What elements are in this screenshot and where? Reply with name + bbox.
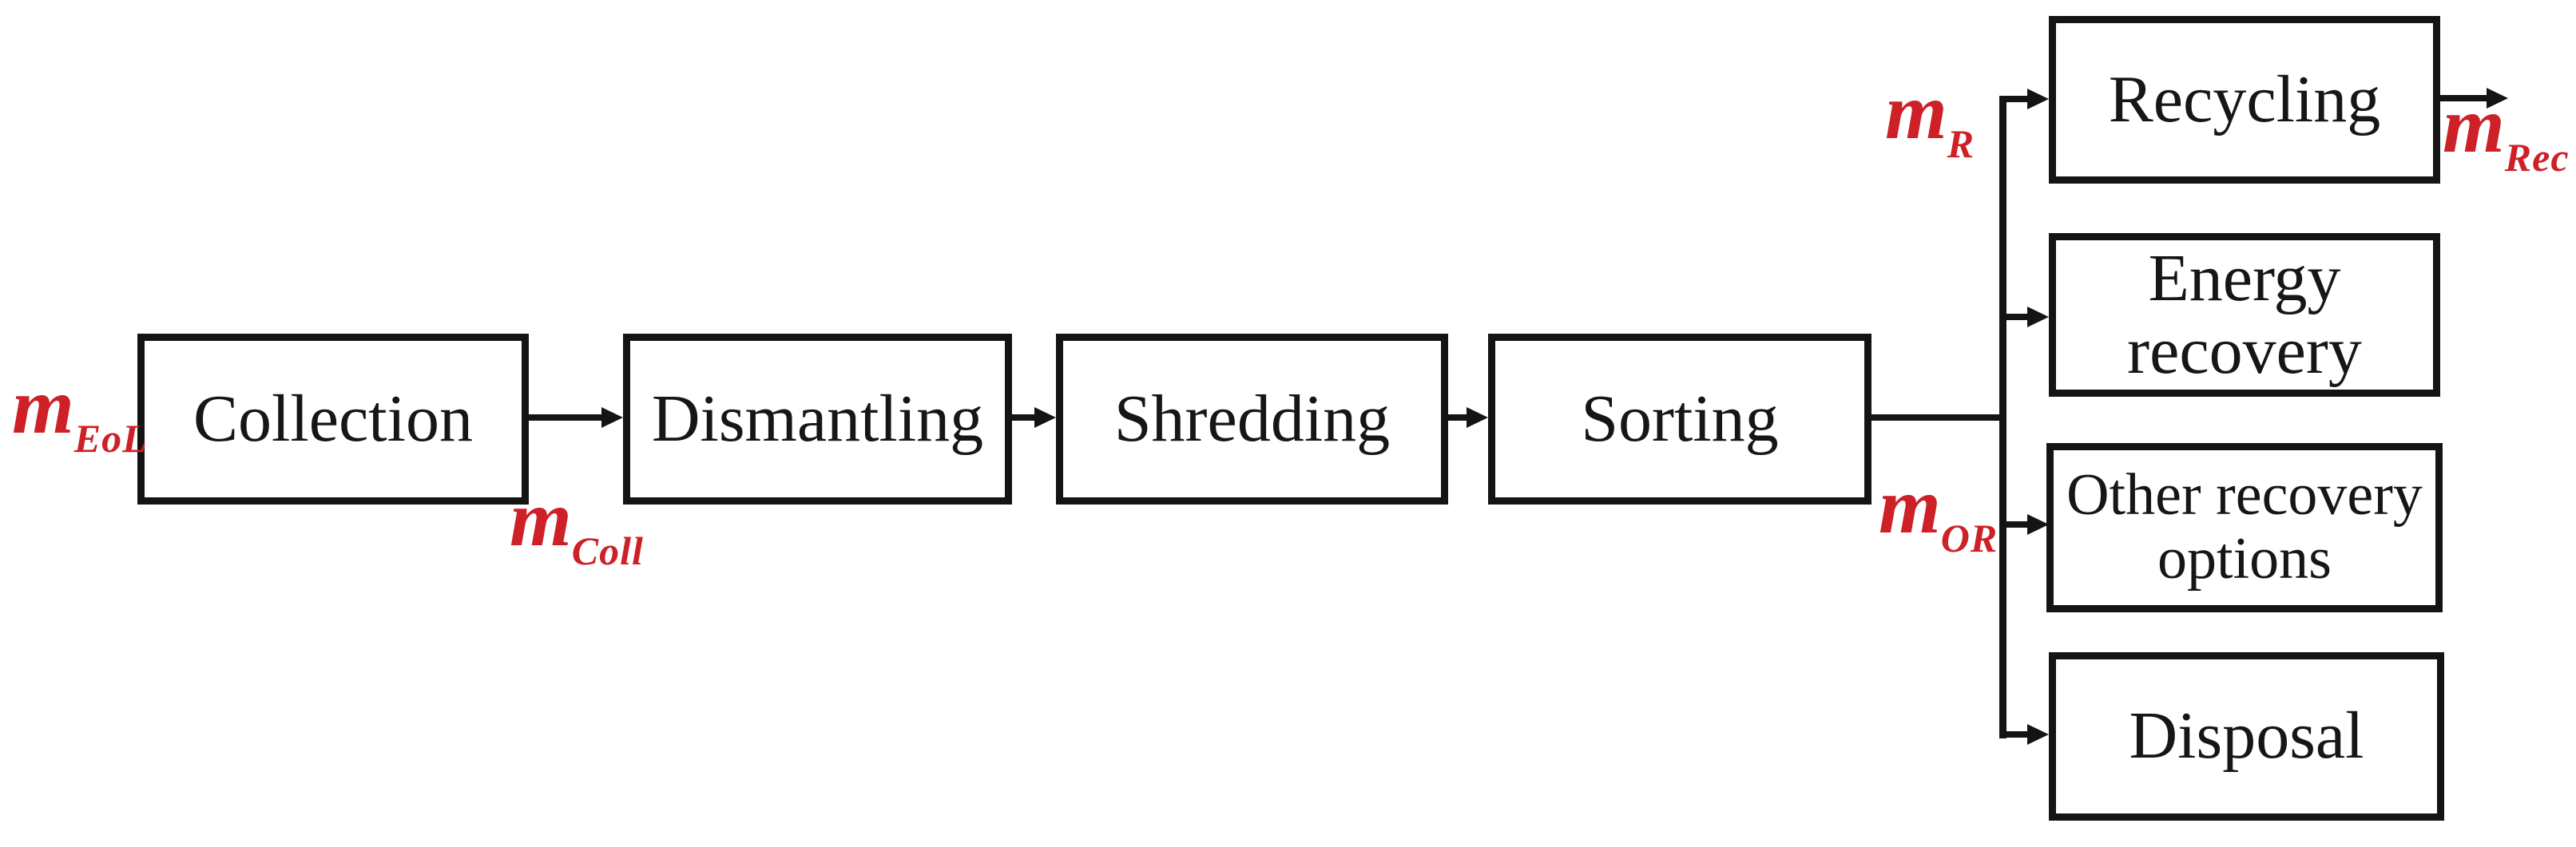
flow-line (2002, 314, 2029, 320)
flow-label-m-rec-sub: Rec (2504, 135, 2570, 180)
flow-label-m-eol: mEoL (12, 366, 148, 461)
flow-label-m-coll-base: m (510, 474, 572, 563)
flow-label-m-rec-base: m (2443, 81, 2505, 169)
flow-line (1012, 414, 1036, 421)
node-disposal: Disposal (2049, 652, 2444, 821)
arrowhead-icon (1467, 407, 1488, 428)
flow-line (2002, 731, 2029, 738)
flow-label-m-rec: mRec (2443, 85, 2570, 180)
node-collection: Collection (137, 334, 529, 505)
flow-label-m-r: mR (1885, 72, 1975, 164)
flow-line (1871, 414, 2006, 421)
arrowhead-icon (2027, 724, 2049, 745)
flow-label-m-eol-sub: EoL (73, 416, 148, 461)
node-energy-recovery-label-line1: Energy (2148, 240, 2341, 315)
node-dismantling-label: Dismantling (651, 381, 984, 456)
node-energy-recovery: Energy recovery (2049, 233, 2440, 397)
arrowhead-icon (601, 407, 623, 428)
arrowhead-icon (2027, 514, 2049, 535)
arrowhead-icon (2027, 307, 2049, 327)
flow-label-m-r-base: m (1885, 67, 1947, 156)
flow-label-m-r-sub: R (1947, 121, 1975, 166)
flow-label-m-or-sub: OR (1940, 516, 1998, 560)
arrowhead-icon (2027, 89, 2049, 109)
node-other-recovery-options-label-line2: options (2157, 526, 2332, 592)
branch-trunk-line (1999, 96, 2006, 738)
arrowhead-icon (2487, 88, 2508, 109)
node-sorting: Sorting (1488, 334, 1871, 505)
node-shredding: Shredding (1056, 334, 1448, 505)
flow-label-m-coll-sub: Coll (571, 528, 644, 573)
arrowhead-icon (1034, 407, 1056, 428)
flow-label-m-coll: mColl (510, 479, 644, 573)
flow-label-m-or: mOR (1879, 466, 1998, 560)
node-energy-recovery-label-line2: recovery (2127, 313, 2362, 388)
node-other-recovery-options: Other recovery options (2046, 443, 2443, 612)
node-other-recovery-options-label-line1: Other recovery (2066, 462, 2423, 528)
flow-line (2440, 95, 2488, 101)
node-collection-label: Collection (193, 381, 473, 456)
node-sorting-label: Sorting (1581, 381, 1779, 456)
flow-line (529, 414, 604, 421)
flow-line (2002, 96, 2029, 102)
flow-label-m-eol-base: m (12, 362, 74, 450)
flow-line (1448, 414, 1468, 421)
node-recycling-label: Recycling (2108, 61, 2381, 137)
node-recycling: Recycling (2049, 16, 2440, 184)
node-shredding-label: Shredding (1113, 381, 1391, 456)
flow-label-m-or-base: m (1879, 461, 1941, 550)
node-dismantling: Dismantling (623, 334, 1012, 505)
node-disposal-label: Disposal (2129, 699, 2364, 774)
flow-line (2002, 521, 2029, 528)
